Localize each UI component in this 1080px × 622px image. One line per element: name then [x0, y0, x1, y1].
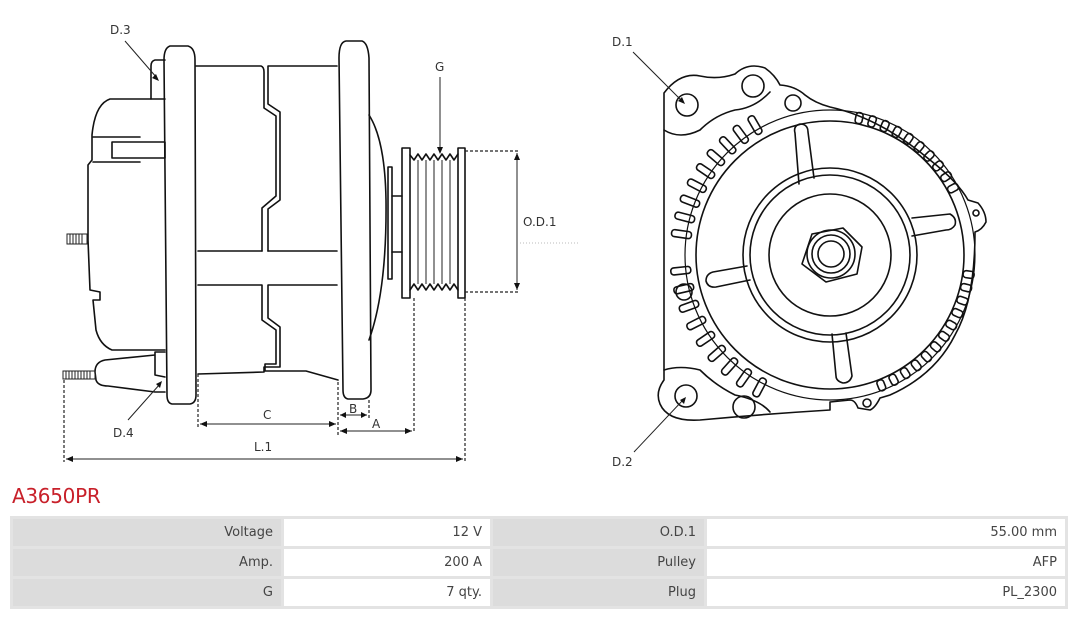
vent-slot [686, 315, 707, 331]
vent-slot [929, 340, 942, 353]
hex-nut [801, 227, 863, 283]
vent-slot [720, 357, 739, 376]
spec-label: G [13, 579, 281, 606]
vent-slot [888, 373, 899, 386]
vent-slot [867, 115, 878, 128]
small-hole [784, 94, 802, 112]
side-view: D.3 D.4 G O.D.1 C B A L.1 [62, 23, 580, 462]
label-b: B [349, 402, 357, 416]
vent-slot [718, 136, 737, 155]
front-flange [338, 40, 372, 400]
vent-slot [962, 269, 975, 280]
vent-slot [959, 282, 973, 293]
front-view: D.1 D.2 [612, 35, 987, 469]
spec-value: 12 V [284, 519, 490, 546]
vent-slot [695, 330, 716, 348]
vent-slot [669, 265, 692, 276]
spec-value: PL_2300 [707, 579, 1065, 606]
vent-slot [674, 211, 696, 224]
spec-value: AFP [707, 549, 1065, 576]
vent-slot [670, 228, 693, 240]
vent-slot [879, 119, 890, 133]
label-c: C [263, 408, 271, 422]
vent-slot [707, 344, 727, 363]
stud-lower [62, 370, 96, 380]
mount-hole-d1 [675, 93, 699, 117]
spec-label: Amp. [13, 549, 281, 576]
table-row: Amp. 200 A Pulley AFP [13, 549, 1065, 576]
label-d3: D.3 [110, 23, 131, 37]
vent-slot [899, 366, 911, 380]
vent-slot [923, 150, 935, 162]
vent-slot [913, 140, 925, 154]
label-d4: D.4 [113, 426, 134, 440]
label-od1: O.D.1 [523, 215, 556, 229]
small-hole [972, 209, 980, 217]
small-hole [675, 283, 693, 301]
vent-slot [732, 124, 750, 145]
dimension-lines [63, 150, 580, 462]
spec-value: 7 qty. [284, 579, 490, 606]
vent-slot [891, 125, 903, 139]
pulley [387, 147, 466, 299]
vent-slot [931, 160, 945, 172]
table-row: Voltage 12 V O.D.1 55.00 mm [13, 519, 1065, 546]
rear-flange [163, 45, 197, 405]
mount-hole-d2 [674, 384, 698, 408]
vent-slot [939, 171, 953, 183]
spec-value: 200 A [284, 549, 490, 576]
spec-label: Voltage [13, 519, 281, 546]
vent-slot [876, 378, 887, 392]
specs-table: Voltage 12 V O.D.1 55.00 mm Amp. 200 A P… [10, 516, 1068, 609]
vent-slot [951, 307, 964, 319]
vent-slots [669, 111, 975, 398]
label-a: A [372, 417, 381, 431]
label-d2: D.2 [612, 455, 633, 469]
vent-slot [752, 377, 768, 398]
spec-label: Plug [493, 579, 704, 606]
vent-slot [902, 132, 914, 146]
mount-hole [741, 74, 765, 98]
spec-label: Pulley [493, 549, 704, 576]
vent-slot [673, 282, 695, 295]
front-housing [657, 65, 987, 421]
vent-slot [747, 114, 763, 136]
vent-slot [920, 350, 933, 363]
vent-slot [679, 194, 701, 208]
vent-slot [956, 295, 969, 306]
vent-slot [944, 319, 958, 331]
mount-hole [732, 395, 756, 419]
label-g: G [435, 60, 444, 74]
alternator-technical-drawing: D.3 D.4 G O.D.1 C B A L.1 [62, 23, 987, 469]
vent-slot [946, 182, 960, 194]
stud-upper [66, 233, 88, 245]
vent-slot [695, 162, 716, 180]
rotor-outer-ring [695, 120, 965, 390]
rear-cover [87, 98, 166, 351]
vent-slot [706, 148, 726, 167]
vent-slot [937, 330, 951, 342]
table-row: G 7 qty. Plug PL_2300 [13, 579, 1065, 606]
part-number-title: A3650PR [12, 484, 101, 508]
vent-slot [686, 178, 708, 194]
small-hole [862, 398, 872, 408]
spec-label: O.D.1 [493, 519, 704, 546]
vent-slot [735, 368, 753, 388]
spec-value: 55.00 mm [707, 519, 1065, 546]
vent-slot [678, 299, 700, 313]
label-l1: L.1 [254, 440, 272, 454]
vent-slot [910, 359, 922, 372]
label-d1: D.1 [612, 35, 633, 49]
vent-slot [854, 111, 864, 125]
